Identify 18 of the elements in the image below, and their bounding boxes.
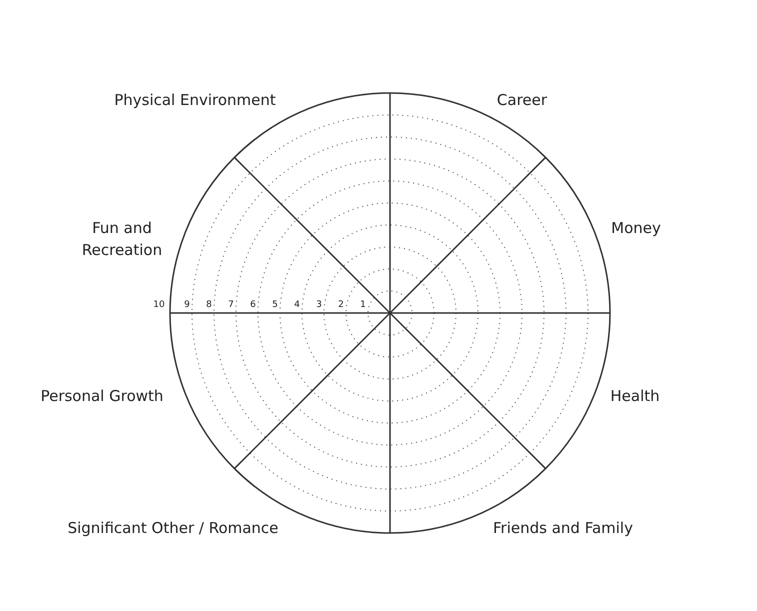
- scale-number: 3: [316, 300, 322, 310]
- category-label: Fun and Recreation: [80, 218, 164, 261]
- scale-number: 10: [153, 300, 165, 310]
- scale-number: 5: [272, 300, 278, 310]
- category-label: Friends and Family: [493, 519, 633, 537]
- category-label: Personal Growth: [40, 387, 164, 405]
- scale-number: 4: [294, 300, 300, 310]
- scale-number: 2: [338, 300, 344, 310]
- scale-number: 7: [228, 300, 234, 310]
- scale-number: 8: [206, 300, 212, 310]
- category-label: Career: [496, 91, 548, 109]
- category-label: Health: [610, 387, 660, 405]
- scale-number: 9: [184, 300, 190, 310]
- category-label: Money: [611, 219, 661, 237]
- scale-number: 6: [250, 300, 256, 310]
- category-label: Physical Environment: [114, 91, 276, 109]
- category-label: Significant Other / Romance: [68, 519, 278, 537]
- scale-number: 1: [360, 300, 366, 310]
